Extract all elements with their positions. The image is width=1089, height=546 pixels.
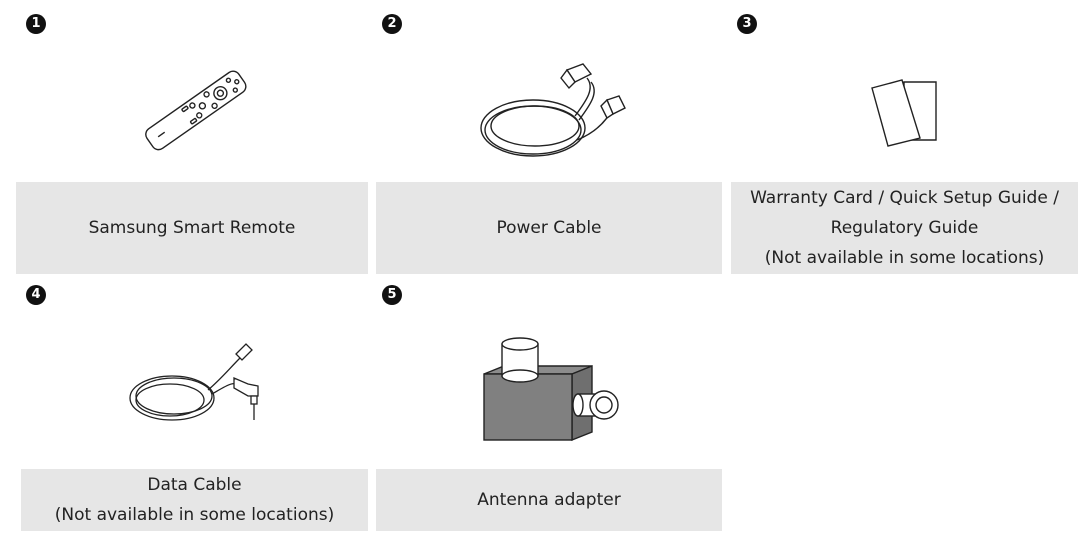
remote-control-icon bbox=[145, 70, 247, 151]
item-3-label-line-2: Regulatory Guide bbox=[830, 218, 979, 238]
item-3-label-box: Warranty Card / Quick Setup Guide / Regu… bbox=[731, 182, 1078, 274]
item-4-number-badge: 4 bbox=[26, 285, 46, 305]
item-5-label-box: Antenna adapter bbox=[376, 469, 722, 531]
item-2-number-badge: 2 bbox=[382, 14, 402, 34]
item-2-label-box: Power Cable bbox=[376, 182, 722, 274]
document-icon bbox=[871, 79, 937, 147]
item-5-number-badge: 5 bbox=[382, 285, 402, 305]
power-cable-icon bbox=[480, 63, 626, 157]
data-cable-icon bbox=[129, 343, 259, 421]
item-5-label-line: Antenna adapter bbox=[477, 490, 621, 510]
antenna-adapter-icon bbox=[483, 337, 619, 442]
item-4-label-line-2: (Not available in some locations) bbox=[54, 505, 335, 525]
item-3-label-line-3: (Not available in some locations) bbox=[764, 248, 1045, 268]
item-2-label-line: Power Cable bbox=[496, 218, 602, 238]
item-4-label-line-1: Data Cable bbox=[147, 475, 242, 495]
item-1-number-badge: 1 bbox=[26, 14, 46, 34]
item-3-number-badge: 3 bbox=[737, 14, 757, 34]
item-1-label-box: Samsung Smart Remote bbox=[16, 182, 368, 274]
item-4-label-box: Data Cable (Not available in some locati… bbox=[21, 469, 368, 531]
item-1-label-line: Samsung Smart Remote bbox=[88, 218, 296, 238]
item-3-label-line-1: Warranty Card / Quick Setup Guide / bbox=[750, 188, 1059, 208]
